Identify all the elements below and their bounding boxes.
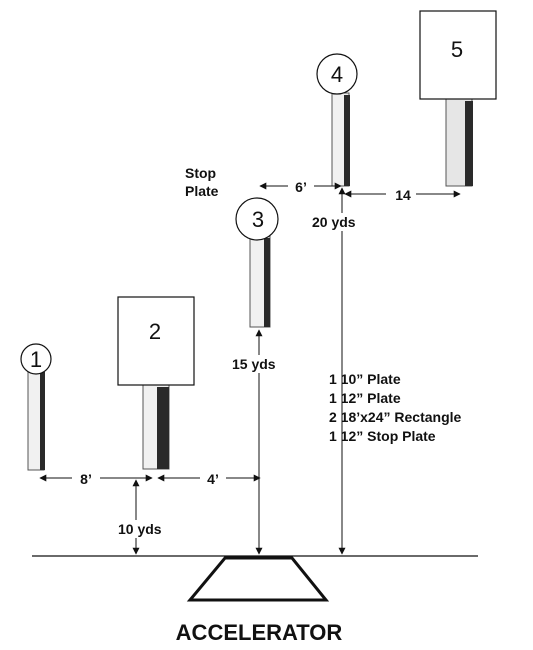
target-5-plate (419, 10, 497, 100)
target-3-plate (235, 197, 279, 241)
legend-item: 1 10” Plate (329, 371, 401, 387)
dim-label-bg-1-2 (72, 469, 100, 487)
stop-plate-label-line2: Plate (185, 183, 219, 199)
target-5-post-shadow (465, 101, 473, 186)
legend: 1 10” Plate 1 12” Plate 2 18’x24” Rectan… (329, 371, 462, 444)
target-4: 4 (316, 53, 358, 187)
target-2-number: 2 (149, 319, 161, 344)
target-4-plate (316, 53, 358, 95)
dim-label-1-2: 8’ (80, 471, 92, 487)
stage-title: ACCELERATOR (176, 620, 343, 645)
target-2-post-shadow (157, 387, 169, 469)
target-4-post-shadow (344, 95, 350, 186)
dim-label-bg-3-4 (288, 177, 314, 195)
target-3-post-shadow (264, 238, 270, 327)
target-3: 3 (235, 197, 279, 328)
dim-label-3-4: 6’ (295, 179, 307, 195)
dim-label-bg-2-3 (200, 469, 226, 487)
target-1: 1 (20, 343, 52, 471)
dim-label-range-mid: 15 yds (232, 356, 276, 372)
target-1-plate (20, 343, 52, 375)
legend-item: 2 18’x24” Rectangle (329, 409, 462, 425)
stop-plate-label-line1: Stop (185, 165, 216, 181)
target-3-number: 3 (252, 207, 264, 232)
target-2-plate (117, 296, 195, 386)
shooting-box (186, 556, 330, 602)
dim-label-2-3: 4’ (207, 471, 219, 487)
legend-item: 1 12” Stop Plate (329, 428, 436, 444)
target-2: 2 (117, 296, 195, 470)
dim-label-bg-range-far (310, 213, 372, 231)
dim-label-range-far: 20 yds (312, 214, 356, 230)
dim-label-range-near: 10 yds (118, 521, 162, 537)
target-1-number: 1 (30, 347, 42, 372)
dim-label-bg-range-near (116, 520, 178, 538)
target-1-post-shadow (40, 372, 45, 470)
target-5-number: 5 (451, 37, 463, 62)
dim-label-4-5: 14 (395, 187, 411, 203)
dim-label-bg-range-mid (230, 355, 292, 373)
target-5: 5 (419, 10, 497, 187)
dim-label-bg-4-5 (386, 185, 416, 203)
legend-item: 1 12” Plate (329, 390, 401, 406)
target-4-number: 4 (331, 62, 343, 87)
